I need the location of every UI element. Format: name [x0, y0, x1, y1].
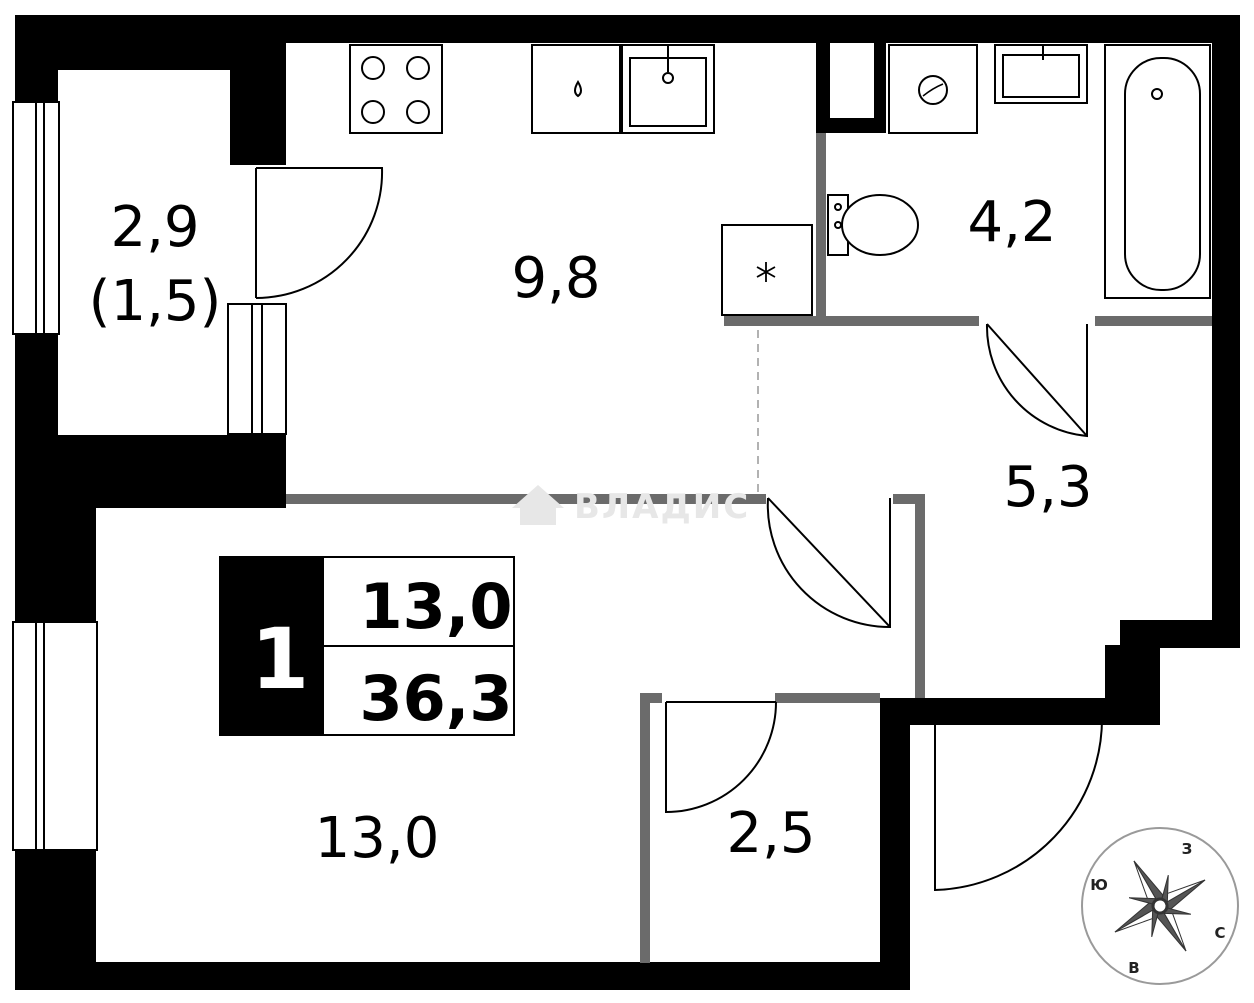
watermark-logo-icon	[512, 485, 564, 525]
area-living-room: 13,0	[315, 806, 440, 871]
bathroom-fixtures	[827, 44, 1211, 299]
window-balcony-left	[12, 101, 60, 335]
watermark: ВЛАДИС	[512, 485, 750, 527]
washing-machine	[888, 44, 978, 134]
area-hallway: 5,3	[1003, 455, 1092, 520]
badge-living-area: 13,0	[360, 570, 513, 643]
partition-storage-left	[640, 693, 650, 963]
compass: З С В Ю	[1081, 827, 1239, 985]
dishwasher-cabinet	[531, 44, 621, 134]
watermark-text: ВЛАДИС	[574, 487, 750, 527]
summary-badge: 1 13,0 36,3	[219, 556, 515, 736]
badge-rooms-block	[220, 557, 324, 735]
badge-rooms-count: 1	[251, 610, 309, 708]
door-storage	[665, 701, 777, 814]
room-labels: 2,9 (1,5) 9,8 4,2 5,3 13,0 2,5	[89, 190, 1093, 871]
area-kitchen: 9,8	[511, 246, 600, 311]
windows	[12, 101, 287, 851]
door-entrance	[934, 714, 1104, 892]
area-bathroom: 4,2	[967, 190, 1056, 255]
doors	[255, 167, 1104, 892]
compass-north-label: З	[1182, 840, 1193, 858]
outer-wall-shell	[15, 15, 1240, 990]
bathroom-sink	[994, 44, 1088, 104]
door-living	[766, 497, 891, 629]
partition-bath-bottom-right	[1095, 316, 1212, 326]
stove	[349, 44, 443, 134]
area-storage: 2,5	[726, 801, 815, 866]
partition-kitchen-bath	[816, 133, 826, 318]
window-balcony-inner	[227, 303, 287, 435]
window-living-room	[12, 621, 98, 851]
partition-bath-bottom-left	[724, 316, 979, 326]
compass-east-label: С	[1214, 924, 1225, 942]
area-balcony-reduced: (1,5)	[89, 269, 222, 334]
bathtub	[1104, 44, 1211, 299]
door-bathroom	[985, 323, 1088, 438]
kitchen-fixtures	[349, 44, 813, 316]
bathroom-shaft-interior	[830, 43, 874, 118]
toilet	[827, 194, 919, 256]
compass-west-label: Ю	[1090, 876, 1108, 894]
compass-south-label: В	[1128, 959, 1139, 977]
partition-storage-top-right	[775, 693, 880, 703]
area-balcony: 2,9	[110, 195, 199, 260]
partition-hall-top	[893, 494, 925, 504]
compass-rose-icon	[1114, 860, 1206, 952]
wall-pier-storage	[880, 698, 910, 728]
badge-total-area: 36,3	[360, 662, 513, 735]
kitchen-sink	[621, 44, 715, 134]
door-balcony	[255, 167, 384, 299]
partition-hall-vertical	[915, 496, 925, 698]
wall-pier-hall-right	[1105, 645, 1145, 725]
wall-column-top-left	[230, 70, 286, 165]
partition-storage-top-left	[640, 693, 662, 703]
fridge	[721, 224, 813, 316]
